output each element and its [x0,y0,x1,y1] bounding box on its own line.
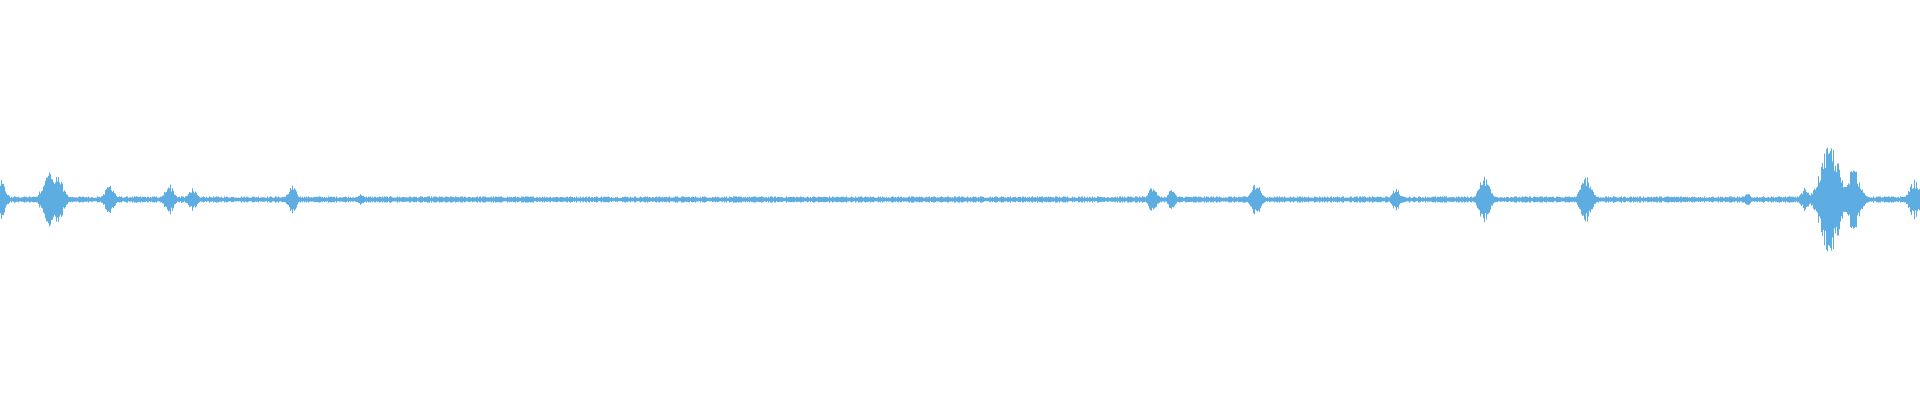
waveform-path [0,147,1920,252]
waveform-bars [0,147,1920,252]
